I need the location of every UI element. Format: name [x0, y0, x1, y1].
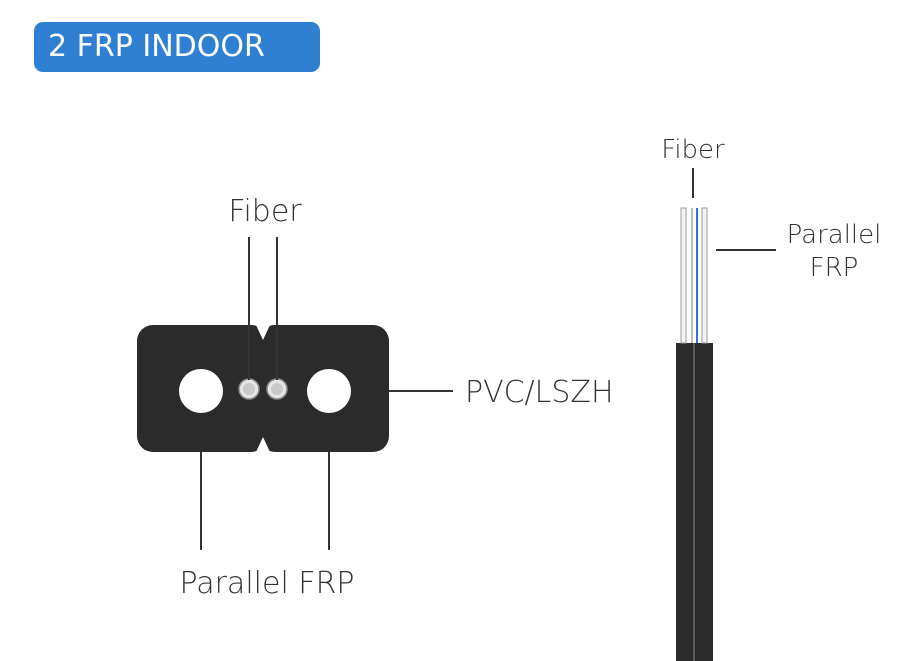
side-label-fiber: Fiber	[661, 135, 725, 165]
side-view: Fiber Parallel FRP	[661, 135, 881, 661]
label-fiber: Fiber	[228, 194, 302, 229]
side-label-frp-line1: Parallel	[787, 220, 882, 250]
side-frp-right	[701, 207, 708, 344]
label-jacket: PVC/LSZH	[465, 375, 614, 410]
fiber-core-left	[243, 383, 255, 395]
frp-circle-right	[307, 369, 351, 413]
jacket-notch-bottom	[256, 437, 270, 452]
side-label-frp-line2: FRP	[810, 253, 859, 283]
side-frp-left	[680, 207, 687, 344]
frp-circle-left	[179, 369, 223, 413]
cross-section: Fiber PVC/LSZH Parallel FRP	[137, 194, 614, 601]
jacket-notch-top	[256, 325, 270, 340]
label-frp: Parallel FRP	[179, 566, 354, 601]
fiber-core-right	[271, 383, 283, 395]
title-badge: 2 FRP INDOOR	[34, 22, 320, 72]
